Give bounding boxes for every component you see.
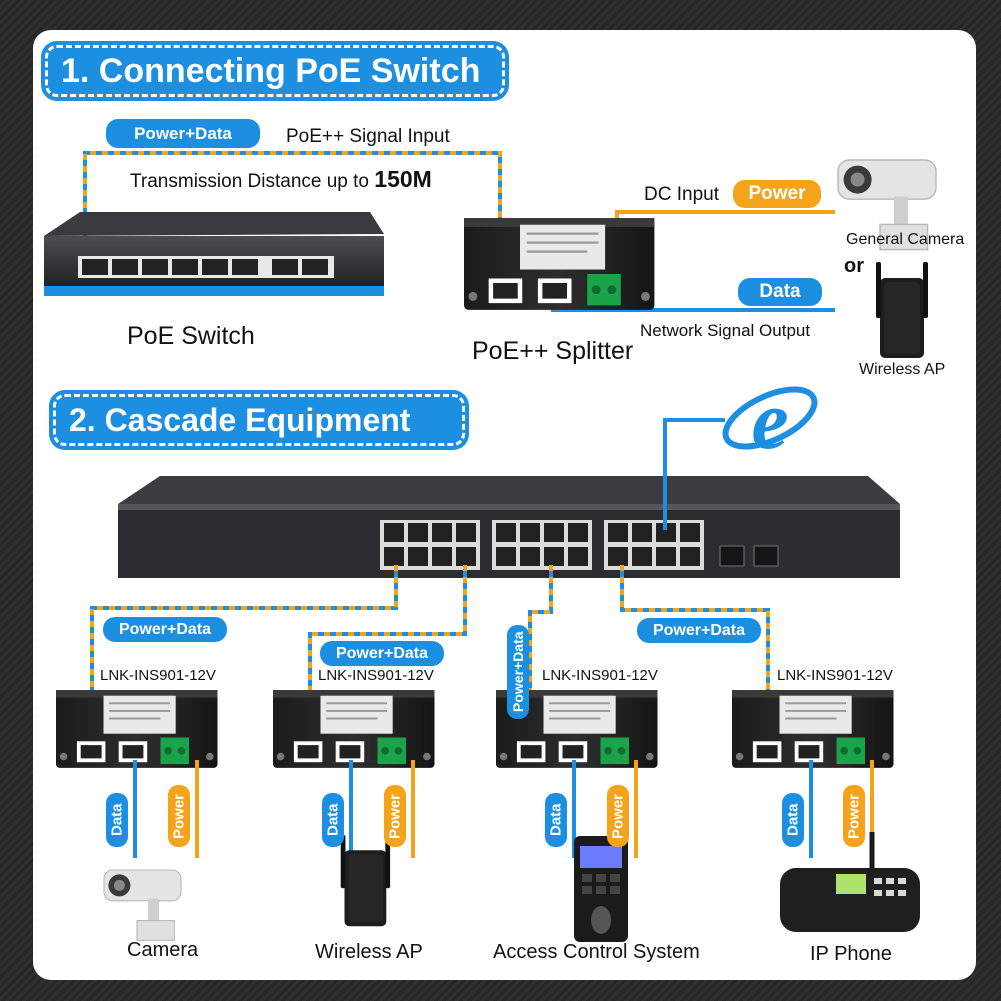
camera-device-image (103, 869, 182, 941)
model-label-2: LNK-INS901-12V (318, 667, 434, 684)
signal-input-label: PoE++ Signal Input (286, 126, 450, 147)
wireless-ap-device-image (340, 835, 391, 927)
power-tag-2: Power (384, 785, 406, 847)
device-label-ip-phone: IP Phone (810, 943, 892, 965)
svg-text:e: e (751, 374, 788, 467)
power-data-tag: Power+Data (106, 119, 260, 148)
data-tag-2: Data (322, 793, 344, 847)
wireless-ap-image (876, 262, 928, 358)
section1-heading: 1. Connecting PoE Switch (41, 41, 509, 101)
distance-value: 150M (374, 166, 432, 192)
model-label-3: LNK-INS901-12V (542, 667, 658, 684)
device-label-wireless-ap: Wireless AP (315, 941, 423, 963)
model-label-1: LNK-INS901-12V (100, 667, 216, 684)
poe-splitter-image (462, 216, 656, 311)
device-label-camera: Camera (127, 939, 199, 961)
splitter-2-image (272, 689, 436, 769)
distance-prefix: Transmission Distance up to (130, 171, 375, 192)
dc-input-label: DC Input (644, 184, 719, 205)
power-data-tag-4: Power+Data (637, 618, 761, 643)
data-tag-3: Data (545, 793, 567, 847)
data-tag-4: Data (782, 793, 804, 847)
power-tag-3: Power (607, 785, 629, 847)
section2-heading: 2. Cascade Equipment (49, 390, 469, 450)
or-label: or (844, 255, 864, 277)
data-tag-1: Data (106, 793, 128, 847)
access-control-device-image (574, 836, 628, 942)
ip-phone-device-image (780, 832, 920, 932)
power-tag: Power (733, 180, 821, 208)
data-tag: Data (738, 278, 822, 306)
poe-switch-label: PoE Switch (127, 322, 255, 350)
power-data-tag-2: Power+Data (320, 641, 444, 666)
splitter-4-image (731, 689, 895, 769)
internet-explorer-icon: e (722, 374, 818, 467)
main-switch-image (118, 476, 900, 578)
power-tag-1: Power (168, 785, 190, 847)
splitter-1-image (55, 689, 219, 769)
power-data-tag-1: Power+Data (103, 617, 227, 642)
network-output-label: Network Signal Output (640, 321, 811, 340)
distance-label: Transmission Distance up to 150M (130, 166, 432, 193)
wireless-ap-label: Wireless AP (859, 361, 946, 378)
model-label-4: LNK-INS901-12V (777, 667, 893, 684)
device-label-access-control: Access Control System (493, 941, 700, 963)
poe-switch-image (44, 212, 384, 296)
poe-splitter-label: PoE++ Splitter (472, 337, 634, 365)
power-data-tag-3: Power+Data (507, 625, 529, 719)
power-tag-4: Power (843, 785, 865, 847)
general-camera-label: General Camera (846, 231, 965, 248)
